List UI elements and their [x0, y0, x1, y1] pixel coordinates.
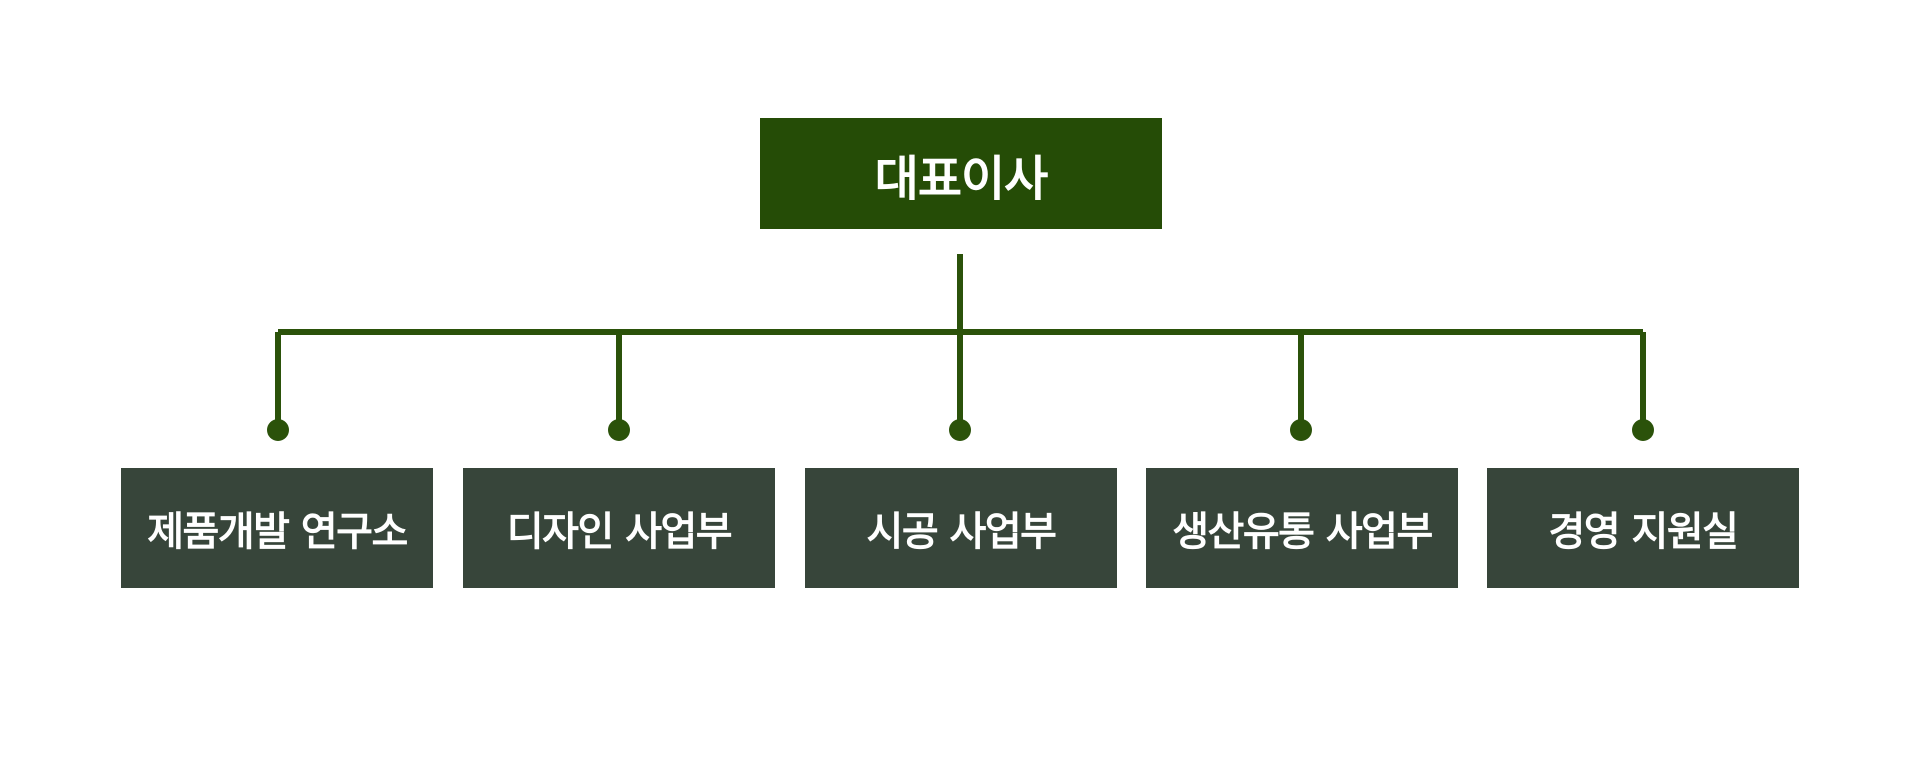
dept-label: 생산유통 사업부: [1172, 509, 1433, 555]
ceo-label: 대표이사: [874, 150, 1049, 207]
connector-node-3: [949, 419, 971, 441]
dept-label: 디자인 사업부: [506, 509, 733, 555]
dept-label: 제품개발 연구소: [147, 509, 408, 555]
dept-box-production-distribution: 생산유통 사업부: [1146, 468, 1458, 588]
dept-box-design: 디자인 사업부: [463, 468, 775, 588]
ceo-box: 대표이사: [760, 118, 1162, 229]
dept-box-product-development: 제품개발 연구소: [121, 468, 433, 588]
dept-label: 경영 지원실: [1548, 509, 1739, 555]
connector-node-1: [267, 419, 289, 441]
connector-node-4: [1290, 419, 1312, 441]
connector-node-2: [608, 419, 630, 441]
dept-box-management-support: 경영 지원실: [1487, 468, 1799, 588]
dept-box-construction: 시공 사업부: [805, 468, 1117, 588]
connector-node-5: [1632, 419, 1654, 441]
dept-label: 시공 사업부: [866, 509, 1057, 555]
